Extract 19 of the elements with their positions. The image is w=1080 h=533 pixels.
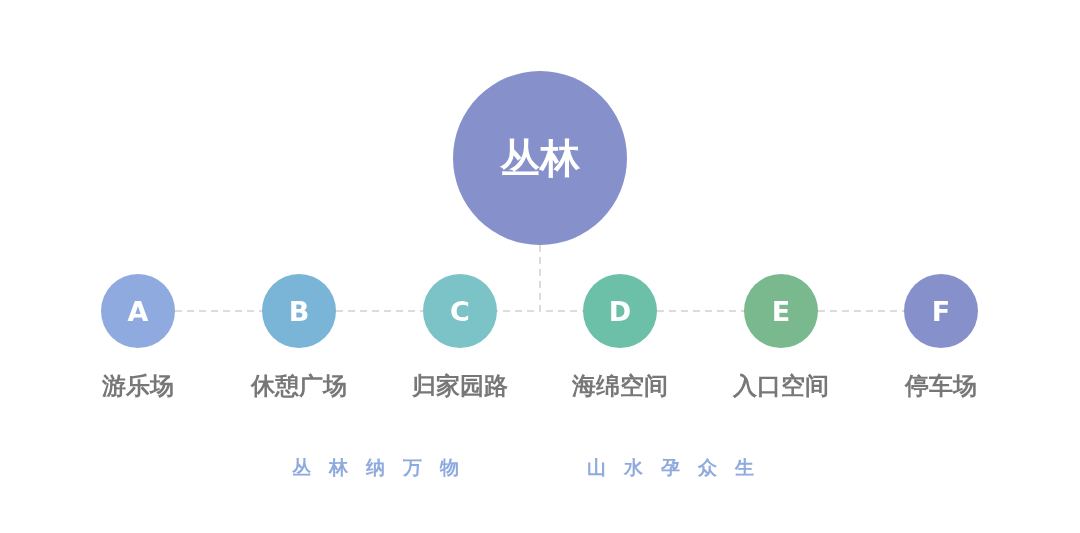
circle-letter: A xyxy=(127,295,149,327)
place-label: 归家园路 xyxy=(412,371,508,402)
motto-text: 丛林纳万物 xyxy=(292,455,478,480)
place-label: 停车场 xyxy=(905,371,977,402)
circle-letter: E xyxy=(771,295,791,327)
circle-letter: F xyxy=(931,295,951,327)
connector-line xyxy=(656,310,745,312)
connector-line xyxy=(174,310,263,312)
circle-letter: D xyxy=(608,295,632,327)
place-label: 入口空间 xyxy=(733,371,829,402)
place-label: 海绵空间 xyxy=(572,371,668,402)
connector-line xyxy=(335,310,424,312)
circle-letter: B xyxy=(288,295,310,327)
circle-letter: C xyxy=(450,295,470,327)
topic-text: 丛林 xyxy=(500,133,580,183)
place-label: 休憩广场 xyxy=(251,371,347,402)
place-label: 游乐场 xyxy=(102,371,174,402)
motto-text: 山水孕众生 xyxy=(587,455,773,480)
connector-line xyxy=(817,310,905,312)
